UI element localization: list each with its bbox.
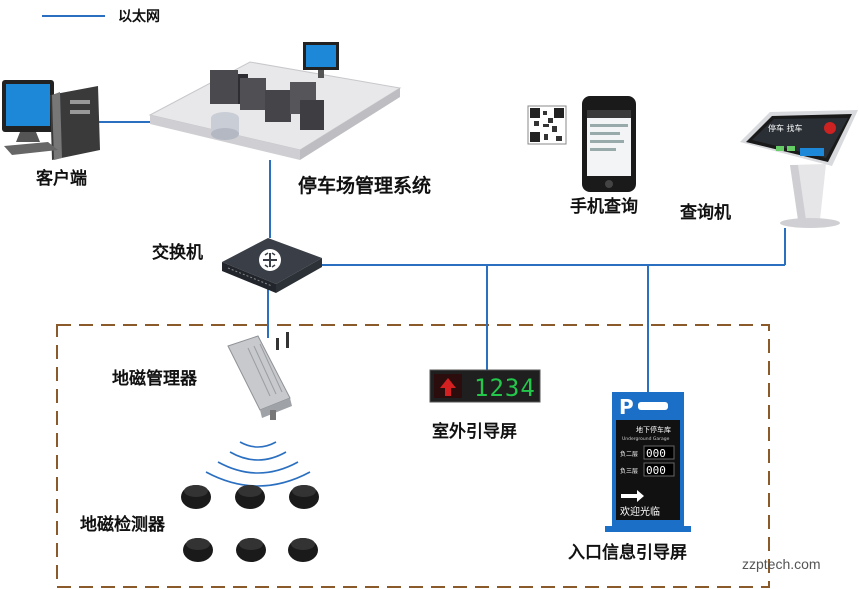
switch-icon [222, 238, 322, 293]
entrance-screen-label: 入口信息引导屏 [568, 542, 687, 563]
sign-row-label: 负二层 [620, 450, 638, 458]
arrow-up-icon [440, 378, 456, 396]
arrow-right-icon [621, 490, 644, 502]
outdoor-guide-screen: 1234 [429, 369, 541, 403]
outdoor-screen-label: 室外引导屏 [432, 421, 517, 442]
sign-subheader: Underground Garage [622, 436, 670, 442]
phone-label: 手机查询 [570, 196, 638, 217]
system-label: 停车场管理系统 [298, 174, 431, 197]
kiosk-label: 查询机 [679, 202, 731, 223]
geomagnetic-detectors [181, 485, 319, 562]
legend: 以太网 [42, 8, 160, 25]
wireless-signal-icon [205, 441, 311, 487]
detector-icon [289, 485, 319, 509]
detector-icon [235, 485, 265, 509]
geomag-manager-label: 地磁管理器 [112, 368, 198, 389]
sign-row-label: 负三层 [620, 467, 638, 475]
sign-welcome: 欢迎光临 [620, 505, 660, 518]
detector-icon [236, 538, 266, 562]
kiosk-icon: 停车 找车 [740, 110, 858, 228]
geomag-detector-label: 地磁检测器 [80, 514, 166, 535]
smartphone-icon [582, 96, 636, 192]
watermark: zzptech.com [742, 556, 821, 572]
kiosk-screen-title: 停车 找车 [768, 123, 803, 133]
legend-label: 以太网 [118, 8, 160, 25]
server-platform-icon [148, 42, 402, 160]
detector-icon [183, 538, 213, 562]
client-computer-icon [2, 80, 100, 160]
switch-label: 交换机 [152, 242, 203, 263]
client-label: 客户端 [35, 168, 87, 189]
qr-code-icon [527, 105, 567, 145]
detector-icon [181, 485, 211, 509]
entrance-guide-screen: P 地下停车库 Underground Garage 负二层 000 负三层 0… [605, 392, 691, 532]
field-area-border [56, 324, 770, 588]
sign-header: 地下停车库 [636, 425, 671, 434]
outdoor-screen-value: 1234 [474, 374, 536, 402]
sign-row-value: 000 [646, 447, 666, 460]
parking-p-icon: P [619, 395, 634, 419]
detector-icon [288, 538, 318, 562]
sign-row-value: 000 [646, 464, 666, 477]
geomagnetic-manager-icon [227, 332, 292, 420]
